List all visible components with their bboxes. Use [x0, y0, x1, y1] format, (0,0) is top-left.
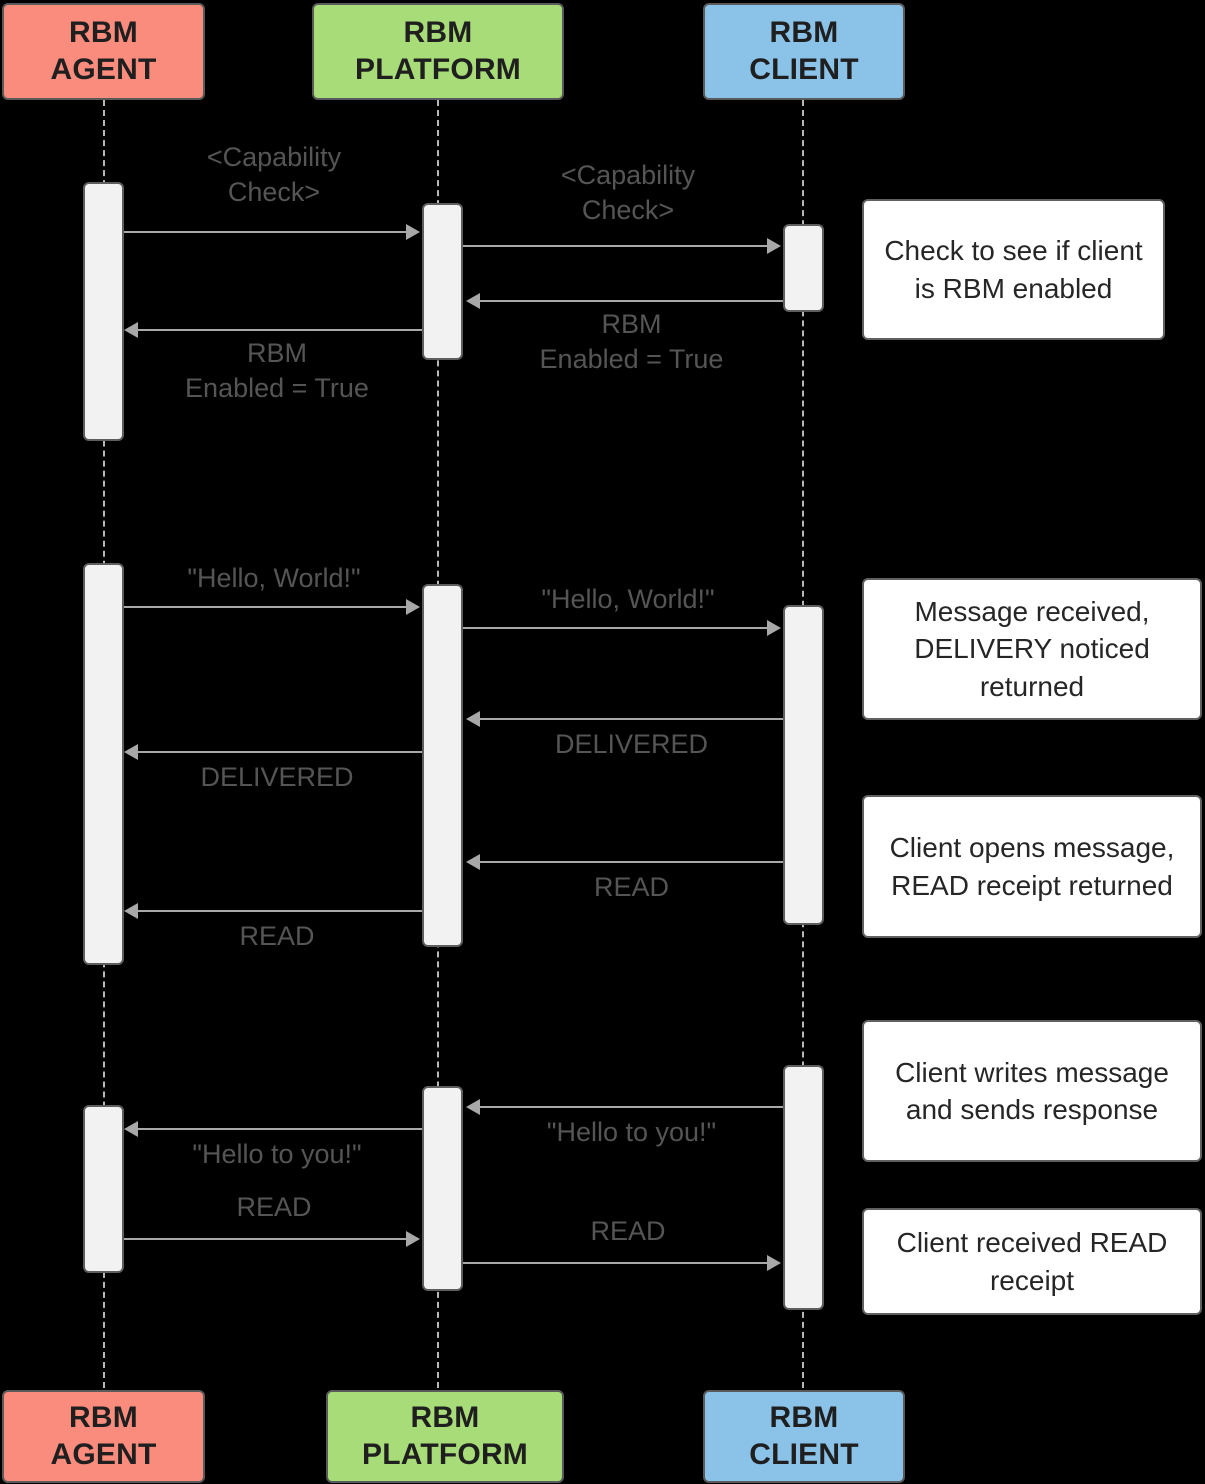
participant-header-client-line2: CLIENT	[749, 52, 859, 86]
message-line-m4	[138, 329, 422, 331]
participant-footer-platform-line1: RBM	[410, 1400, 480, 1434]
message-arrowhead-m6	[767, 620, 781, 636]
message-arrowhead-m11	[466, 1099, 480, 1115]
message-line-m1	[124, 231, 408, 233]
participant-header-platform-line2: PLATFORM	[354, 52, 521, 86]
participant-footer-platform-line2: PLATFORM	[361, 1437, 528, 1471]
message-line-m12	[138, 1128, 422, 1130]
message-arrowhead-m1	[406, 224, 420, 240]
note-check-rbm-enabled: Check to see if client is RBM enabled	[862, 199, 1165, 340]
message-line-m13	[124, 1238, 408, 1240]
participant-footer-agent-line2: AGENT	[50, 1437, 157, 1471]
note-client-opens-message-read: Client opens message, READ receipt retur…	[862, 795, 1202, 938]
message-line-m3	[480, 300, 783, 302]
message-label-m10: READ	[239, 921, 315, 951]
message-line-m8	[138, 751, 422, 753]
message-line-m6	[463, 627, 769, 629]
message-line-m7	[480, 718, 783, 720]
message-line-m10	[138, 910, 422, 912]
message-label-m1: <Capability Check>	[206, 142, 342, 207]
message-arrowhead-m10	[124, 903, 138, 919]
participant-footer-agent-line1: RBM	[69, 1400, 138, 1434]
participant-header-client[interactable]: RBM CLIENT	[703, 3, 905, 100]
activation-platform-3	[422, 1086, 463, 1291]
message-line-m11	[480, 1106, 783, 1108]
message-label-m9: READ	[593, 872, 669, 902]
activation-client-3	[783, 1065, 824, 1310]
participant-header-agent[interactable]: RBM AGENT	[2, 3, 205, 100]
message-arrowhead-m2	[767, 238, 781, 254]
message-label-m6: "Hello, World!"	[541, 584, 715, 614]
message-label-m8: DELIVERED	[200, 762, 354, 792]
note-client-received-read-receipt: Client received READ receipt	[862, 1208, 1202, 1315]
activation-agent-1	[83, 182, 124, 441]
message-line-m9	[480, 861, 783, 863]
message-line-m14	[463, 1262, 769, 1264]
message-label-m2: <Capability Check>	[560, 160, 696, 225]
message-line-m5	[124, 606, 408, 608]
message-arrowhead-m3	[466, 293, 480, 309]
message-label-m5: "Hello, World!"	[187, 563, 361, 593]
message-arrowhead-m4	[124, 322, 138, 338]
note-client-writes-message: Client writes message and sends response	[862, 1020, 1202, 1162]
message-arrowhead-m9	[466, 854, 480, 870]
message-label-m3: RBM Enabled = True	[539, 309, 724, 374]
activation-agent-3	[83, 1105, 124, 1273]
message-label-m7: DELIVERED	[554, 729, 709, 759]
participant-header-client-line1: RBM	[769, 15, 839, 49]
message-arrowhead-m14	[767, 1255, 781, 1271]
activation-platform-1	[422, 203, 463, 360]
message-arrowhead-m5	[406, 599, 420, 615]
activation-platform-2	[422, 584, 463, 947]
participant-footer-platform[interactable]: RBM PLATFORM	[326, 1390, 564, 1483]
activation-agent-2	[83, 563, 124, 965]
message-line-m2	[463, 245, 769, 247]
activation-client-1	[783, 224, 824, 312]
message-label-m11: "Hello to you!"	[546, 1117, 717, 1147]
message-label-m14: READ	[590, 1216, 666, 1246]
participant-footer-client[interactable]: RBM CLIENT	[703, 1390, 905, 1483]
activation-client-2	[783, 605, 824, 925]
message-label-m13: READ	[236, 1192, 312, 1222]
message-label-m4: RBM Enabled = True	[185, 338, 369, 403]
message-arrowhead-m7	[466, 711, 480, 727]
participant-header-platform[interactable]: RBM PLATFORM	[312, 3, 564, 100]
participant-footer-agent[interactable]: RBM AGENT	[2, 1390, 205, 1483]
message-arrowhead-m13	[406, 1231, 420, 1247]
participant-footer-client-line1: RBM	[769, 1400, 839, 1434]
participant-header-agent-line2: AGENT	[50, 52, 157, 86]
message-label-m12: "Hello to you!"	[192, 1139, 362, 1169]
participant-footer-client-line2: CLIENT	[749, 1437, 859, 1471]
participant-header-agent-line1: RBM	[69, 15, 138, 49]
message-arrowhead-m12	[124, 1121, 138, 1137]
participant-header-platform-line1: RBM	[403, 15, 473, 49]
note-message-received-delivery: Message received, DELIVERY noticed retur…	[862, 578, 1202, 720]
message-arrowhead-m8	[124, 744, 138, 760]
